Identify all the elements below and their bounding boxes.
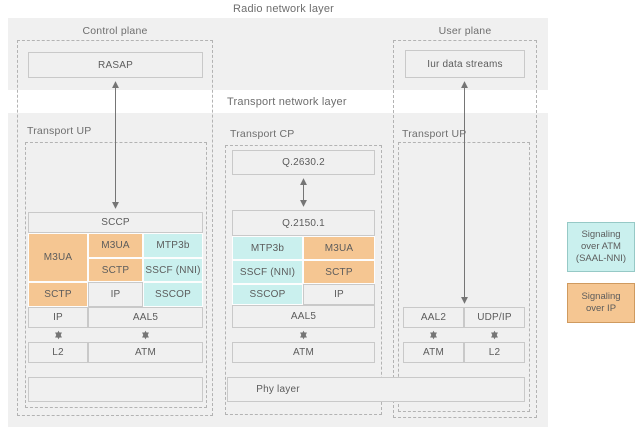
q2630-box: Q.2630.2 [232, 150, 375, 175]
control-plane-box [17, 40, 213, 416]
left-sctp-upper-cell: SCTP [88, 258, 143, 282]
left-aal5-cell: AAL5 [88, 307, 203, 328]
left-sccp-cell: SCCP [28, 212, 203, 233]
mid-sscop-cell: SSCOP [232, 284, 303, 305]
phy-layer-label: Phy layer [256, 384, 300, 395]
phy-layer-box: Phy layer [227, 377, 525, 402]
transport-up-left-label: Transport UP [27, 125, 92, 137]
mid-atm-cell: ATM [232, 342, 375, 363]
right-atm-cell: ATM [403, 342, 464, 363]
user-plane-box [393, 40, 537, 418]
left-sscop-cell: SSCOP [143, 282, 203, 307]
left-ip-cell: IP [28, 307, 88, 328]
legend-signaling-over-ip: Signaling over IP [567, 283, 635, 323]
transport-up-right-box [398, 142, 530, 412]
user-plane-label: User plane [438, 25, 492, 37]
left-ip-mid-cell: IP [88, 282, 143, 307]
iur-data-streams-box: Iur data streams [405, 50, 525, 78]
mid-sctp-cell: SCTP [303, 260, 375, 284]
mid-mtp3b-cell: MTP3b [232, 236, 303, 260]
right-aal2-cell: AAL2 [403, 307, 464, 328]
transport-network-layer-title: Transport network layer [227, 96, 347, 108]
right-l2-cell: L2 [464, 342, 525, 363]
left-l2-cell: L2 [28, 342, 88, 363]
q2150-box: Q.2150.1 [232, 210, 375, 236]
left-sscf-nni-cell: SSCF (NNI) [143, 258, 203, 282]
left-m3ua-tall-cell: M3UA [28, 233, 88, 282]
legend-signaling-over-atm: Signaling over ATM (SAAL-NNI) [567, 222, 635, 272]
transport-cp-box [225, 145, 382, 415]
rasap-box: RASAP [28, 52, 203, 78]
right-udp-ip-cell: UDP/IP [464, 307, 525, 328]
mid-m3ua-cell: M3UA [303, 236, 375, 260]
transport-cp-label: Transport CP [230, 128, 295, 140]
mid-aal5-cell: AAL5 [232, 305, 375, 328]
mid-ip-cell: IP [303, 284, 375, 305]
control-plane-label: Control plane [82, 25, 148, 37]
left-phy-cell [28, 377, 203, 402]
left-m3ua-cell: M3UA [88, 233, 143, 258]
mid-sscf-nni-cell: SSCF (NNI) [232, 260, 303, 284]
left-atm-cell: ATM [88, 342, 203, 363]
left-sctp-lower-cell: SCTP [28, 282, 88, 307]
transport-up-right-label: Transport UP [402, 128, 467, 140]
radio-network-layer-title: Radio network layer [233, 3, 335, 15]
left-mtp3b-cell: MTP3b [143, 233, 203, 258]
